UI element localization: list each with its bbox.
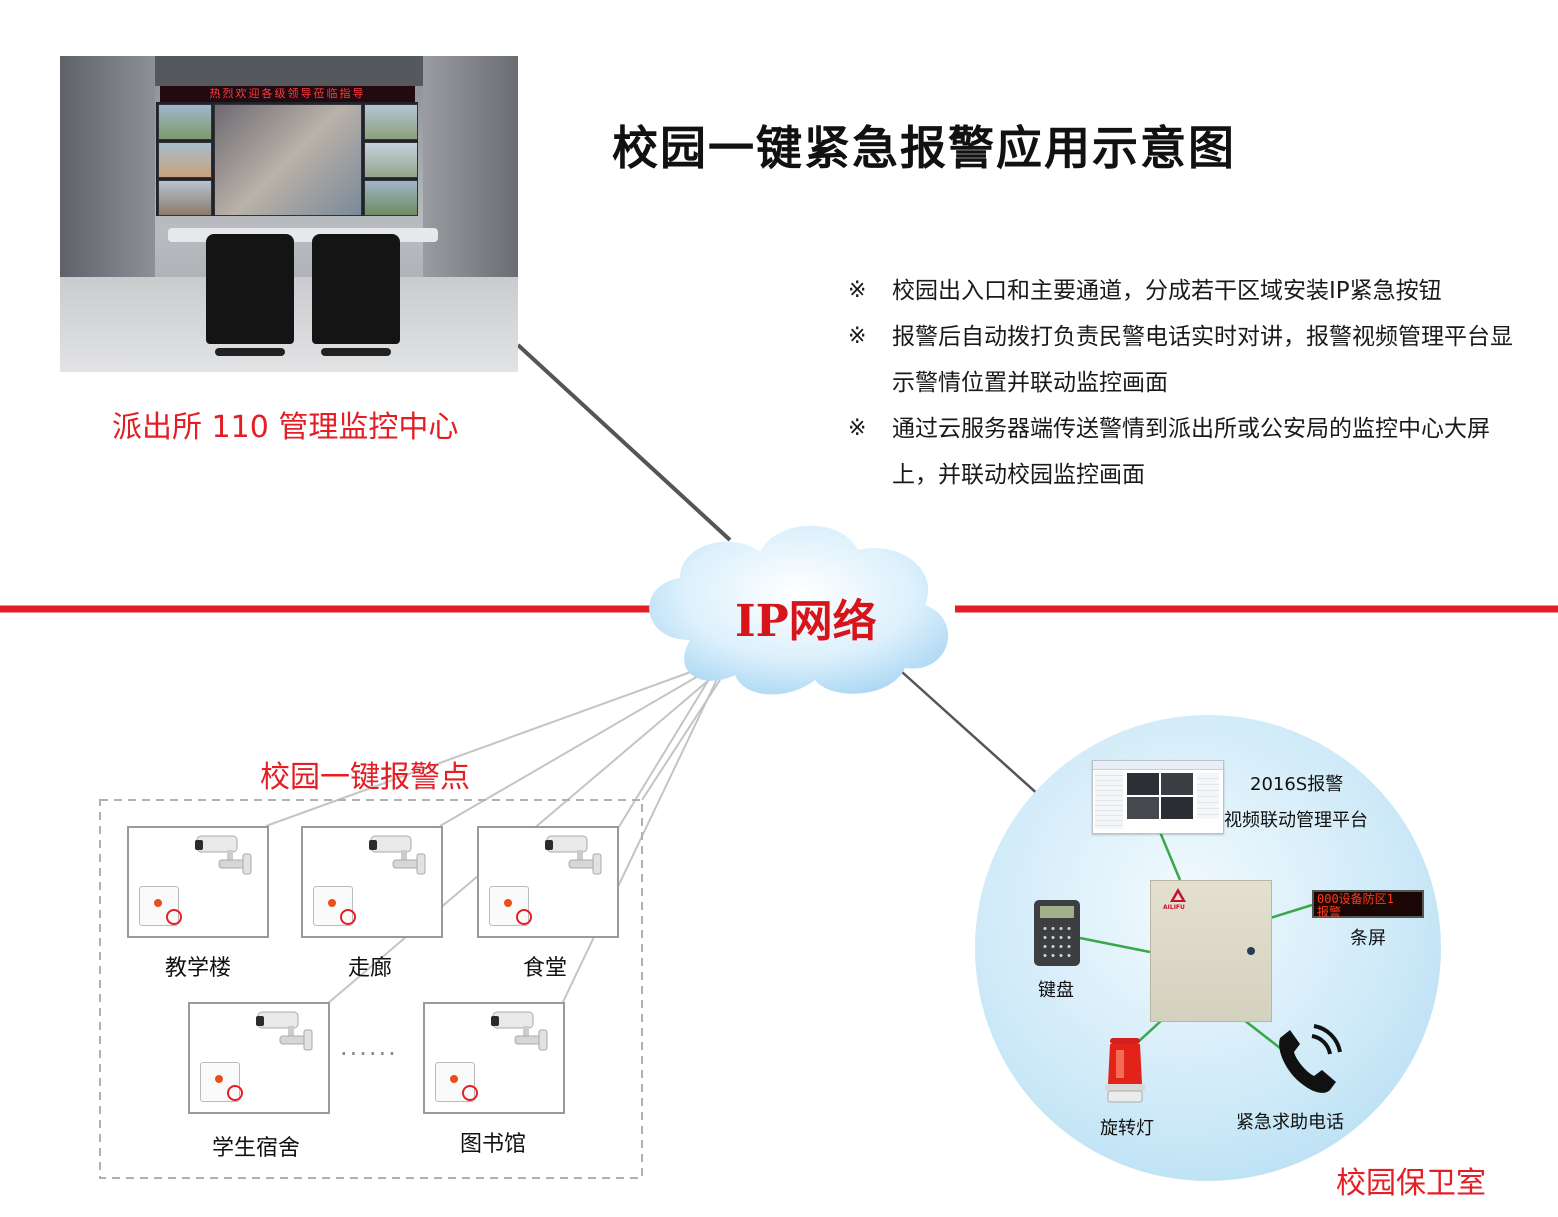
camera-icon bbox=[256, 1011, 313, 1051]
led-strip-display: 000设备防区1 报警 bbox=[1312, 890, 1424, 919]
alarm-point-label: 食堂 bbox=[522, 956, 567, 981]
reference-mark-icon: ※ bbox=[848, 324, 867, 349]
security-room-label: 校园保卫室 bbox=[1336, 1166, 1486, 1201]
keypad-device bbox=[1034, 900, 1080, 966]
emergency-button-icon bbox=[313, 886, 356, 926]
cabinet-brand: AILIFU bbox=[1163, 904, 1185, 911]
alarm-point-label: 教学楼 bbox=[164, 956, 231, 981]
alarm-point-box bbox=[423, 1002, 565, 1114]
emergency-button-icon bbox=[435, 1062, 478, 1102]
alarm-point-box bbox=[188, 1002, 330, 1114]
emergency-button-icon bbox=[200, 1062, 243, 1102]
alarm-points-title: 校园一键报警点 bbox=[260, 760, 470, 795]
description-list: ※ 校园出入口和主要通道，分成若干区域安装IP紧急按钮 ※ 报警后自动拨打负责民… bbox=[848, 268, 1528, 498]
alarm-point-label: 学生宿舍 bbox=[211, 1136, 300, 1161]
control-room-photo: 热烈欢迎各级领导莅临指导 bbox=[60, 56, 518, 372]
chair-right bbox=[312, 234, 400, 344]
platform-label-line1: 2016S报警 bbox=[1250, 774, 1344, 795]
emergency-button-icon bbox=[489, 886, 532, 926]
more-points-ellipsis: ······ bbox=[340, 1040, 398, 1068]
description-item: ※ 报警后自动拨打负责民警电话实时对讲，报警视频管理平台显示警情位置并联动监控画… bbox=[848, 314, 1528, 406]
control-center-link bbox=[516, 343, 732, 542]
camera-icon bbox=[545, 835, 602, 875]
emergency-phone-label: 紧急求助电话 bbox=[1236, 1112, 1344, 1133]
welcome-banner: 热烈欢迎各级领导莅临指导 bbox=[160, 86, 415, 102]
phone-icon bbox=[1279, 1024, 1342, 1093]
led-text-line1: 000设备防区1 bbox=[1317, 892, 1394, 906]
description-item: ※ 通过云服务器端传送警情到派出所或公安局的监控中心大屏上，并联动校园监控画面 bbox=[848, 406, 1528, 498]
alarm-host-cabinet: AILIFU bbox=[1150, 880, 1272, 1022]
keypad-label: 键盘 bbox=[1038, 980, 1074, 1001]
platform-label-line2: 视频联动管理平台 bbox=[1224, 810, 1368, 831]
led-strip-label: 条屏 bbox=[1350, 928, 1386, 949]
chair-left bbox=[206, 234, 294, 344]
reference-mark-icon: ※ bbox=[848, 278, 867, 303]
network-label: IP网络 bbox=[735, 596, 877, 647]
emergency-button-icon bbox=[139, 886, 182, 926]
camera-icon bbox=[491, 1011, 548, 1051]
alarm-points-area bbox=[99, 799, 643, 1179]
description-item: ※ 校园出入口和主要通道，分成若干区域安装IP紧急按钮 bbox=[848, 268, 1528, 314]
description-text: 报警后自动拨打负责民警电话实时对讲，报警视频管理平台显示警情位置并联动监控画面 bbox=[892, 324, 1513, 396]
page-title: 校园一键紧急报警应用示意图 bbox=[612, 121, 1236, 175]
led-text-line2: 报警 bbox=[1317, 905, 1342, 919]
control-center-label: 派出所 110 管理监控中心 bbox=[112, 410, 459, 445]
camera-icon bbox=[195, 835, 252, 875]
description-text: 校园出入口和主要通道，分成若干区域安装IP紧急按钮 bbox=[892, 278, 1442, 304]
alarm-point-label: 图书馆 bbox=[459, 1132, 526, 1157]
alarm-point-box bbox=[127, 826, 269, 938]
alarm-point-links bbox=[265, 664, 721, 1005]
alarm-point-box bbox=[301, 826, 443, 938]
alarm-point-label: 走廊 bbox=[347, 956, 392, 981]
brand-logo-icon bbox=[1170, 888, 1186, 902]
platform-monitor bbox=[1092, 760, 1224, 834]
alarm-point-box bbox=[477, 826, 619, 938]
rotating-light-icon bbox=[1105, 1038, 1145, 1103]
description-text: 通过云服务器端传送警情到派出所或公安局的监控中心大屏上，并联动校园监控画面 bbox=[892, 416, 1490, 488]
reference-mark-icon: ※ bbox=[848, 416, 867, 441]
video-wall bbox=[156, 102, 418, 216]
rotating-light-label: 旋转灯 bbox=[1100, 1118, 1154, 1139]
camera-icon bbox=[369, 835, 426, 875]
cloud-shape bbox=[649, 525, 949, 695]
